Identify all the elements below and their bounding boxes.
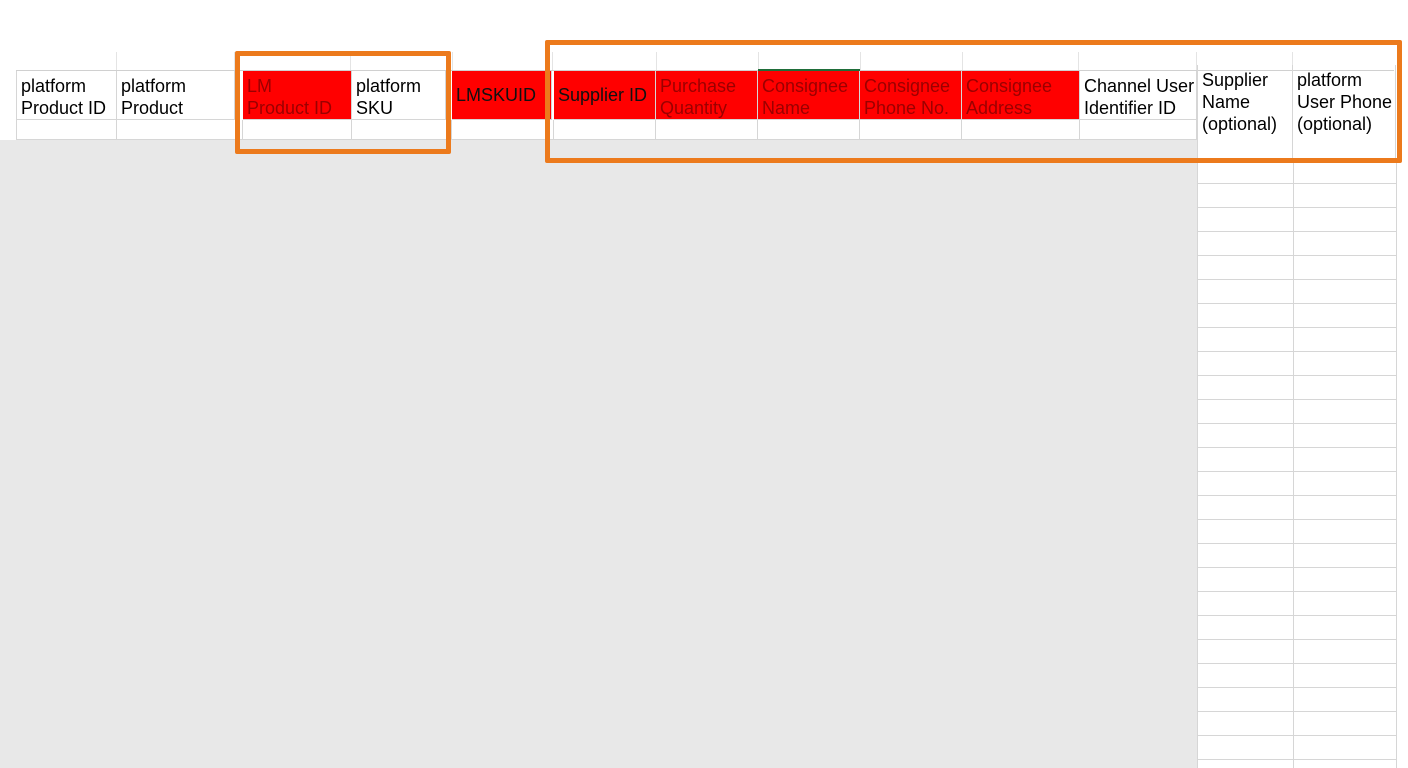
selected-column-indicator (758, 69, 860, 71)
empty-cell-grid[interactable] (1197, 160, 1397, 768)
data-cell[interactable] (758, 120, 860, 140)
header-supplier-name-optional[interactable]: Supplier Name (optional) (1197, 65, 1293, 160)
data-cell[interactable] (554, 120, 656, 140)
data-cell[interactable] (962, 120, 1080, 140)
header-purchase-quantity[interactable]: Purchase Quantity (656, 71, 758, 120)
column-letter-row (16, 52, 1394, 71)
data-cell[interactable] (860, 120, 962, 140)
header-channel-user-identifier-id[interactable]: Channel User Identifier ID (1080, 71, 1197, 120)
header-platform-product-id[interactable]: platform Product ID (16, 71, 117, 120)
highlight-box-order-fields (545, 40, 1402, 163)
data-cell[interactable] (352, 120, 452, 140)
header-platform-user-phone-optional[interactable]: platform User Phone (optional) (1293, 65, 1396, 160)
highlight-box-lm-product-sku (235, 51, 451, 154)
data-cell[interactable] (452, 120, 554, 140)
header-platform-product-name[interactable]: platform Product Name (117, 71, 235, 120)
data-cell[interactable] (656, 120, 758, 140)
header-lm-product-id[interactable]: LM Product ID (243, 71, 352, 120)
header-platform-sku-name[interactable]: platform SKU Name (352, 71, 446, 120)
header-consignee-name[interactable]: Consignee Name (758, 71, 860, 120)
header-lmskuid[interactable]: LMSKUID (452, 71, 552, 120)
header-consignee-address[interactable]: Consignee Address (962, 71, 1080, 120)
redacted-area (0, 140, 1197, 768)
data-cell[interactable] (243, 120, 352, 140)
header-supplier-id[interactable]: Supplier ID (554, 71, 656, 120)
data-cell[interactable] (1080, 120, 1197, 140)
data-cell[interactable] (16, 120, 117, 140)
data-cell[interactable] (117, 120, 243, 140)
header-consignee-phone[interactable]: Consignee Phone No. (860, 71, 962, 120)
